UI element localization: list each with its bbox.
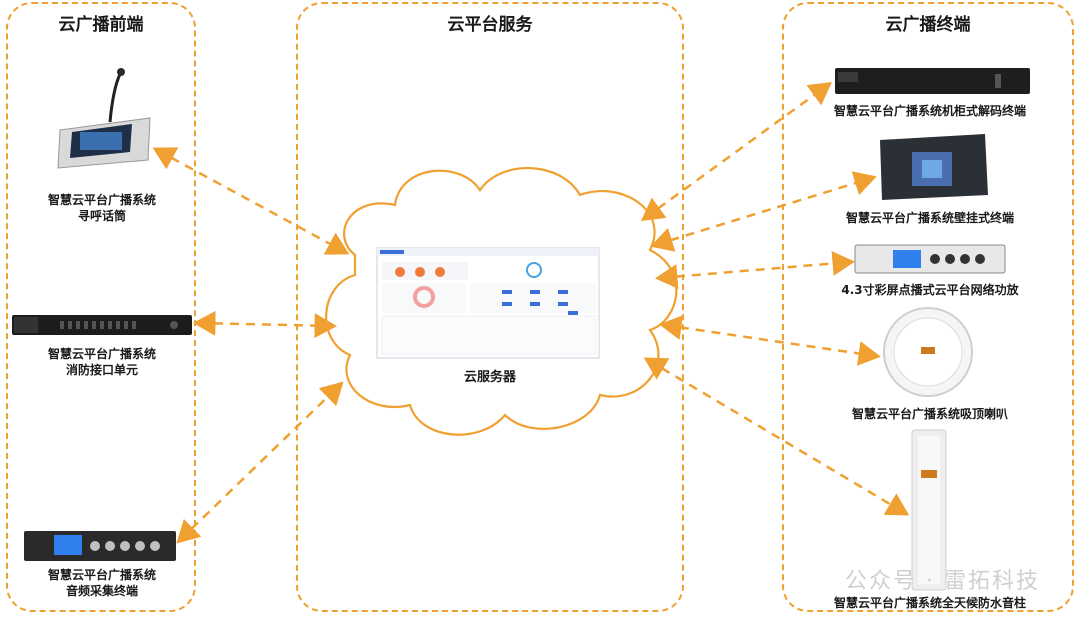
arrow-audio-capture [176, 381, 344, 544]
frontend-panel-title: 云广播前端 [58, 15, 144, 35]
column-speaker-image [911, 429, 947, 591]
network-amp-label: 4.3寸彩屏点播式云平台网络功放 [841, 283, 1019, 297]
cloud-service-panel: 云平台服务 [296, 2, 684, 612]
watermark: 公众号 · 雷拓科技 [845, 569, 1040, 594]
fire-interface-label: 智慧云平台广播系统 消防接口单元 [20, 346, 184, 378]
cloud-server-screen [376, 247, 600, 359]
arrow-paging-mic [152, 147, 350, 255]
paging-mic-label-line1: 智慧云平台广播系统 [47, 193, 156, 207]
audio-capture-label-line2: 音频采集终端 [65, 584, 138, 598]
wall-terminal-label: 智慧云平台广播系统壁挂式终端 [845, 211, 1014, 225]
cloud-server-label: 云服务器 [463, 370, 516, 385]
terminal-panel-title: 云广播终端 [885, 15, 971, 35]
fire-interface-label-line1: 智慧云平台广播系统 [47, 347, 156, 361]
paging-mic-label: 智慧云平台广播系统 寻呼话筒 [20, 192, 184, 224]
arrow-wall-terminal [650, 171, 877, 252]
audio-capture-terminal-image [24, 531, 176, 561]
network-amplifier-image [854, 244, 1006, 274]
wall-terminal-image [880, 134, 988, 200]
arrow-column-speaker [643, 357, 910, 516]
terminal-panel: 云广播终端 [782, 2, 1074, 612]
fire-interface-unit-image [12, 315, 192, 335]
fire-interface-label-line2: 消防接口单元 [65, 363, 138, 377]
ceiling-speaker-image [883, 307, 973, 397]
arrow-network-amp [655, 251, 855, 289]
paging-mic-label-line2: 寻呼话筒 [77, 209, 126, 223]
frontend-panel: 云广播前端 [6, 2, 196, 612]
audio-capture-label-line1: 智慧云平台广播系统 [47, 568, 156, 582]
rack-decoder-label: 智慧云平台广播系统机柜式解码终端 [833, 104, 1026, 118]
ceiling-speaker-label: 智慧云平台广播系统吸顶喇叭 [851, 407, 1008, 421]
audio-capture-label: 智慧云平台广播系统 音频采集终端 [20, 567, 184, 599]
cloud-service-panel-title: 云平台服务 [447, 15, 533, 35]
column-speaker-label: 智慧云平台广播系统全天候防水音柱 [833, 596, 1026, 610]
arrow-ceiling-speaker [659, 315, 881, 366]
paging-microphone-image [57, 68, 151, 169]
arrow-fire-interface [193, 310, 337, 339]
rack-decoder-image [835, 68, 1030, 94]
